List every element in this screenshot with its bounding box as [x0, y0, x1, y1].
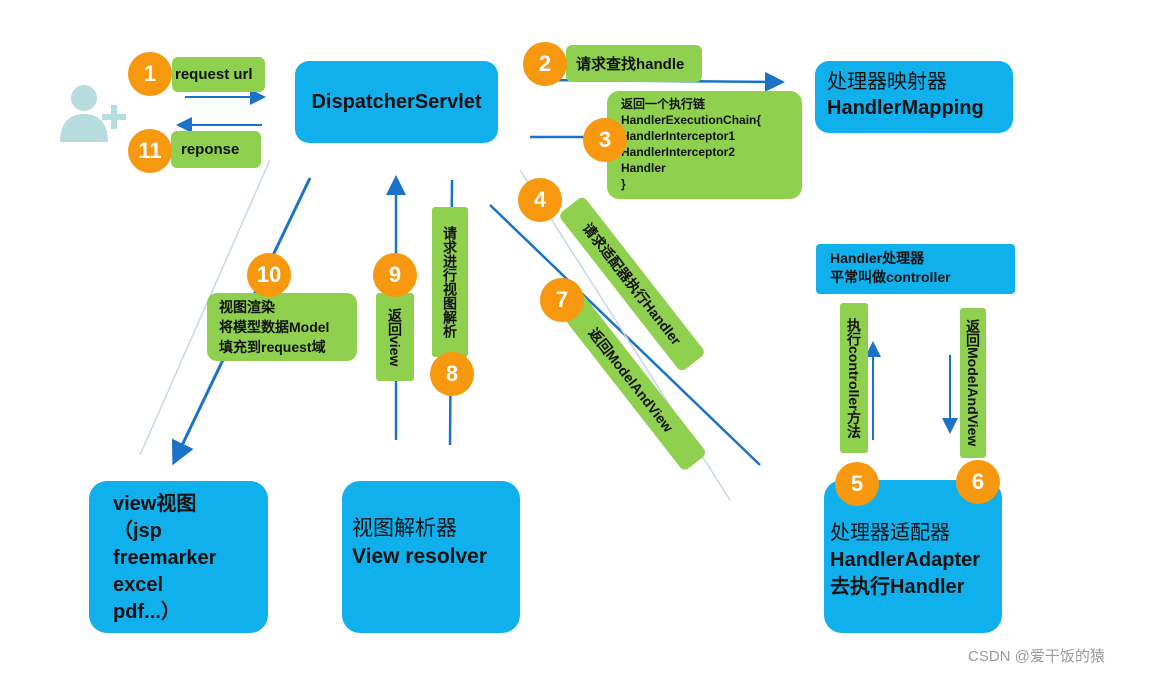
step-7-number: 7: [555, 287, 569, 312]
view-item-pdf: pdf...）: [113, 601, 181, 623]
step-2-label: 请求查找handle: [566, 45, 702, 82]
handler-title: Handler处理器: [830, 250, 925, 266]
view-item-freemarker: freemarker: [113, 547, 217, 569]
step-10-badge: 10: [247, 253, 291, 297]
step-11-text: reponse: [181, 141, 240, 158]
view-resolver-box: 视图解析器 View resolver: [342, 481, 520, 633]
step-9-badge: 9: [373, 253, 417, 297]
step-4-number: 4: [533, 187, 547, 212]
step-7-badge: 7: [540, 278, 584, 322]
step-5-label: 执行controller方法: [840, 303, 868, 453]
step-2-badge: 2: [523, 42, 567, 86]
view-title: view视图: [113, 493, 197, 515]
step-5-text: 执行controller方法: [846, 317, 862, 439]
step-6-text: 返回ModelAndView: [965, 319, 981, 447]
step-6-label: 返回ModelAndView: [960, 308, 986, 458]
step-1-label: request url: [172, 57, 265, 92]
step-9-number: 9: [388, 262, 402, 287]
step-11-label: reponse: [171, 131, 261, 168]
step-5-number: 5: [850, 471, 864, 496]
step-9-text: 返回view: [387, 307, 403, 367]
handler-adapter-title: 处理器适配器: [830, 522, 950, 544]
handler-mapping-title: 处理器映射器: [827, 71, 947, 93]
step-2-text: 请求查找handle: [576, 56, 685, 73]
step-6-badge: 6: [956, 460, 1000, 504]
view-box: view视图 （jsp freemarker excel pdf...）: [89, 481, 268, 633]
step-1-badge: 1: [128, 52, 172, 96]
step-8-text: 请求进行视图解析: [442, 226, 458, 338]
view-item-excel: excel: [113, 574, 164, 596]
step-2-number: 2: [538, 51, 552, 76]
step-3-number: 3: [598, 127, 612, 152]
step-4-badge: 4: [518, 178, 562, 222]
step-3-label: 返回一个执行链 HandlerExecutionChain{ HandlerIn…: [607, 91, 802, 199]
add-user-icon: [58, 80, 128, 146]
handler-adapter-name: HandlerAdapter: [830, 549, 981, 571]
step-3-badge: 3: [583, 118, 627, 162]
handler-adapter-desc: 去执行Handler: [830, 576, 965, 598]
step-11-number: 11: [138, 138, 162, 163]
arrow-10b: [139, 159, 271, 456]
handler-mapping-box: 处理器映射器 HandlerMapping: [815, 61, 1013, 133]
view-resolver-name: View resolver: [352, 545, 488, 568]
step-10-label: 视图渲染 将模型数据Model 填充到request域: [207, 293, 357, 361]
step-1-number: 1: [143, 61, 157, 86]
step-9-label: 返回view: [376, 293, 414, 381]
step-3-text: 返回一个执行链 HandlerExecutionChain{ HandlerIn…: [621, 97, 762, 191]
step-10-number: 10: [256, 262, 282, 287]
step-8-label: 请求进行视图解析: [432, 207, 468, 357]
step-8-number: 8: [445, 361, 459, 386]
dispatcher-label: DispatcherServlet: [311, 90, 482, 113]
dispatcher-servlet-box: DispatcherServlet: [295, 61, 498, 143]
watermark: CSDN @爱干饭的猿: [968, 648, 1105, 665]
handler-box: Handler处理器 平常叫做controller: [816, 244, 1015, 294]
step-5-badge: 5: [835, 462, 879, 506]
handler-mapping-name: HandlerMapping: [827, 97, 984, 119]
view-item-jsp: （jsp: [113, 520, 162, 542]
view-resolver-title: 视图解析器: [352, 517, 457, 540]
step-11-badge: 11: [128, 129, 172, 173]
step-10-text: 视图渲染 将模型数据Model 填充到request域: [219, 299, 330, 355]
step-8-badge: 8: [430, 352, 474, 396]
handler-desc: 平常叫做controller: [830, 269, 951, 285]
step-1-text: request url: [175, 66, 253, 83]
step-6-number: 6: [971, 469, 985, 494]
